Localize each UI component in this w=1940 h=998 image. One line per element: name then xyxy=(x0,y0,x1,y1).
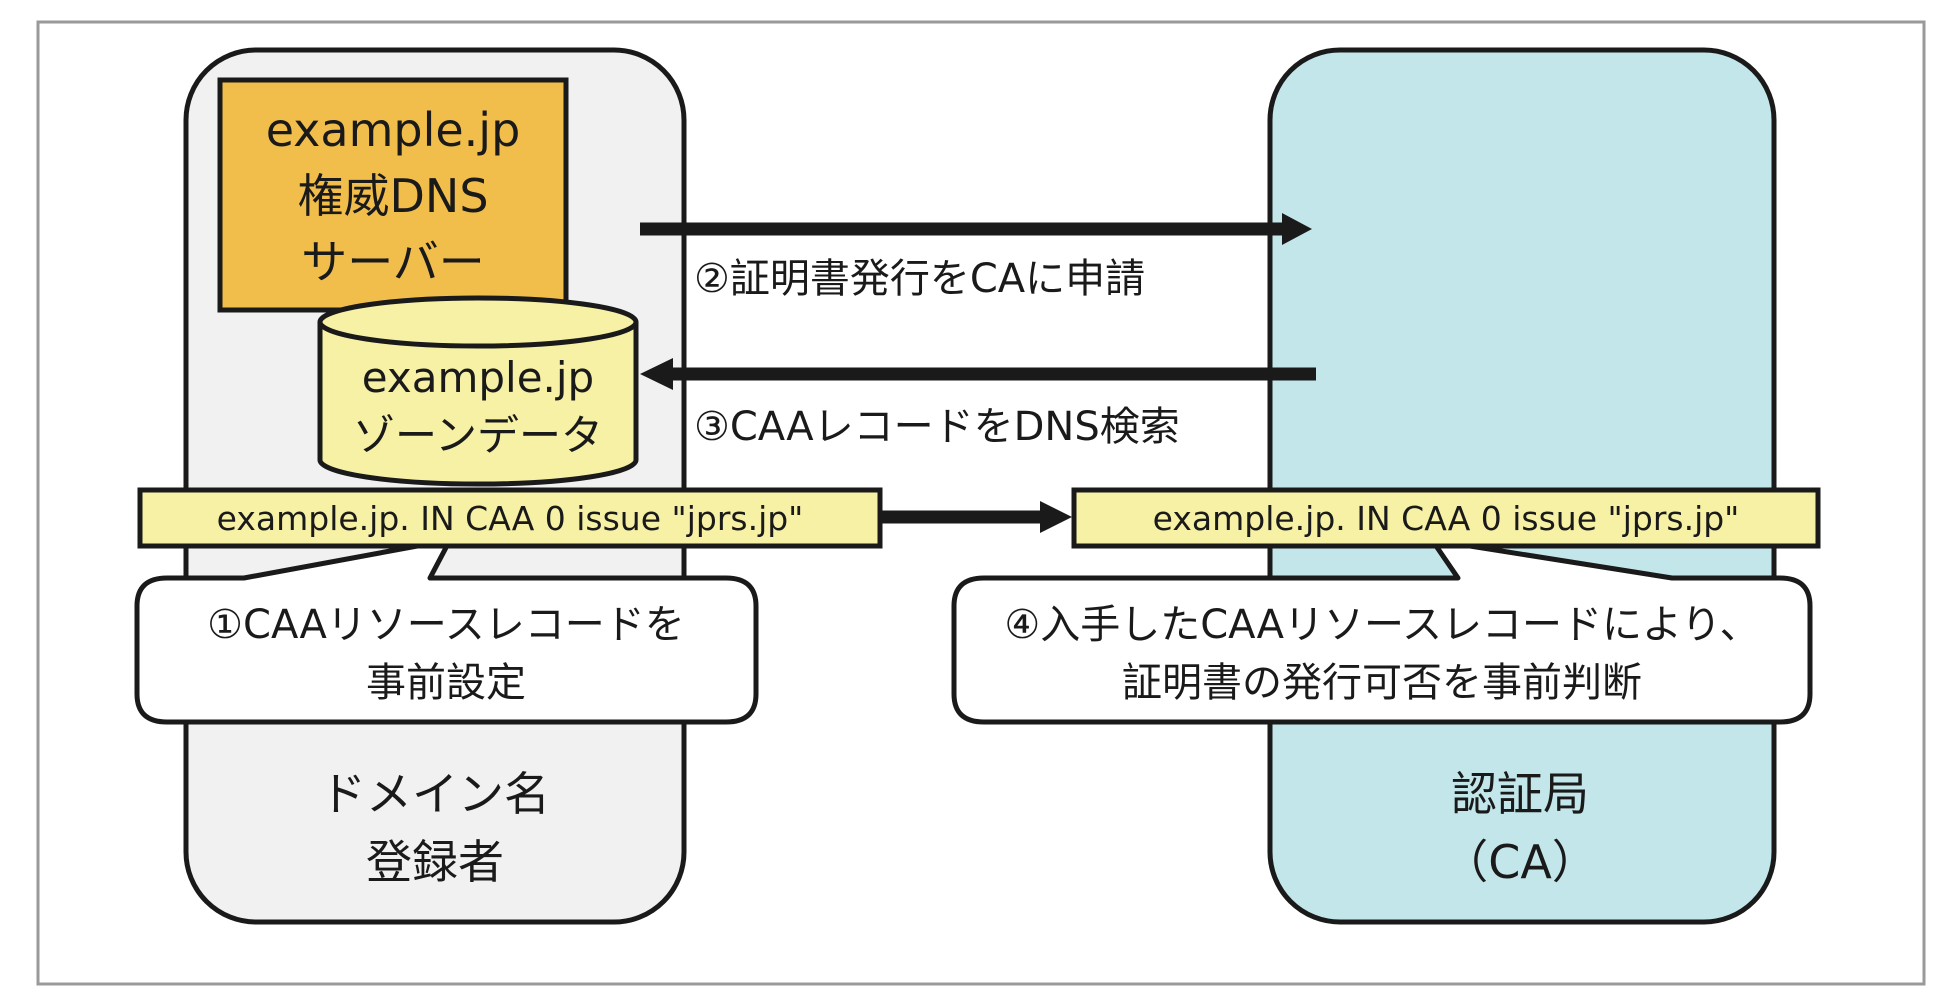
step2-label: ②証明書発行をCAに申請 xyxy=(694,256,1145,302)
authority-label-line1: 認証局 xyxy=(1451,767,1589,821)
step4-line2: 証明書の発行可否を事前判断 xyxy=(1122,660,1642,706)
dns-server-box xyxy=(217,77,569,313)
record-transfer-arrow xyxy=(880,501,1072,533)
lookup-arrow xyxy=(640,358,1316,390)
request-arrow xyxy=(640,213,1312,245)
caa-record-right-text: example.jp. IN CAA 0 issue "jprs.jp" xyxy=(1153,499,1740,538)
step3-label: ③CAAレコードをDNS検索 xyxy=(694,404,1180,450)
step4-callout xyxy=(951,537,1813,725)
step1-callout xyxy=(134,537,759,725)
step1-line2: 事前設定 xyxy=(366,660,526,706)
zone-data-line2: ゾーンデータ xyxy=(353,411,603,460)
zone-data-cylinder xyxy=(317,295,639,487)
dns-server-line2: 権威DNS xyxy=(297,169,488,223)
caa-record-left-text: example.jp. IN CAA 0 issue "jprs.jp" xyxy=(217,499,804,538)
dns-server-line3: サーバー xyxy=(301,235,485,289)
dns-server-line1: example.jp xyxy=(266,103,521,157)
caa-record-right xyxy=(1071,487,1821,549)
registrant-label-line2: 登録者 xyxy=(366,835,504,889)
authority-label-line2: （CA） xyxy=(1442,835,1598,889)
registrant-label-line1: ドメイン名 xyxy=(320,767,550,821)
caa-record-left xyxy=(137,487,883,549)
zone-data-line1: example.jp xyxy=(362,353,594,402)
step1-line1: ①CAAリソースレコードを xyxy=(207,602,685,648)
step4-line1: ④入手したCAAリソースレコードにより、 xyxy=(1004,602,1759,648)
